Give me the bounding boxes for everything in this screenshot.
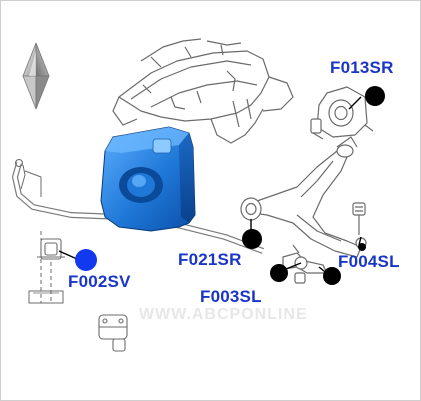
part-code-f002sv: F002SV [68,272,131,291]
part-code-f004sl: F004SL [338,252,400,271]
stabilizer-link-drawing [282,244,328,284]
callout-dot-f003sl-a [270,264,288,282]
bracket-bushing-drawing [310,86,374,140]
callout-dot-f004sl [358,243,366,251]
callout-dot-f002sv [75,249,97,271]
anti-roll-bar-drawing [12,158,265,304]
callout-dot-f013sr [365,86,385,106]
subframe-drawing [112,38,294,144]
bar-clamp-drawing [98,314,128,352]
control-arm-drawing [240,136,367,258]
brand-diamond-logo [22,42,50,110]
part-code-f013sr: F013SR [330,58,394,77]
part-code-f003sl: F003SL [200,287,262,306]
part-code-f021sr: F021SR [178,250,242,269]
callout-dot-f003sl-b [323,267,341,285]
left-bushing-bracket [37,238,65,260]
watermark-text: WWW.ABCPONLINE [139,306,308,323]
bushing-illustration [100,126,196,232]
callout-dot-f021sr [242,229,262,249]
